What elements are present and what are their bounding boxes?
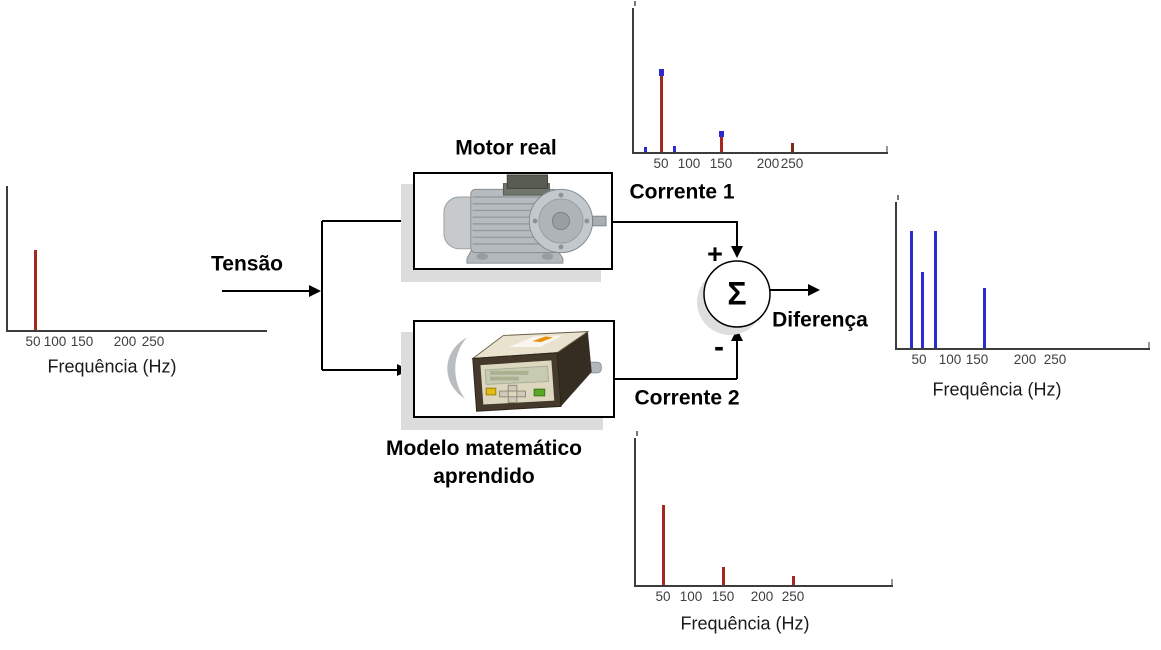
x-axis: [632, 152, 888, 154]
tick-label: 100: [679, 589, 703, 604]
sigma-symbol: Σ: [727, 275, 747, 312]
tick-label: 50: [653, 156, 669, 171]
tick-label: 100: [677, 156, 701, 171]
tick-label: 250: [141, 334, 165, 349]
tick-label: 250: [1043, 352, 1067, 367]
chart-caption: Frequência (Hz): [680, 613, 810, 634]
chart-bar: [34, 250, 37, 330]
tick-label: 200: [113, 334, 137, 349]
axis-end-tick: [1148, 342, 1150, 348]
chart-bar: [662, 505, 665, 585]
axis-end-tick: [891, 579, 893, 585]
tick-label: 100: [938, 352, 962, 367]
chart-bar: [792, 576, 795, 585]
tick-label: 150: [965, 352, 989, 367]
chart-bar: [660, 76, 663, 152]
corrente1-label: Corrente 1: [629, 180, 735, 204]
tick-label: 50: [655, 589, 671, 604]
motor-image: [443, 174, 607, 264]
chart-bar: [720, 137, 723, 152]
x-axis: [895, 348, 1150, 350]
chart-bar: [983, 288, 986, 348]
diferenca-label: Diferença: [772, 308, 868, 332]
chart-bar: [673, 146, 676, 152]
modelo-matematico-title: Modelo matemático aprendido: [386, 435, 582, 491]
chart-caption: Frequência (Hz): [932, 379, 1062, 400]
tick-label: 200: [756, 156, 780, 171]
modelo-matematico-box: [413, 320, 615, 418]
motor-real-box: [413, 172, 613, 270]
tick-label: 200: [1013, 352, 1037, 367]
y-axis: [634, 438, 636, 587]
tick-label: 250: [781, 589, 805, 604]
corrente2-label: Corrente 2: [634, 386, 740, 410]
tick-label: 50: [911, 352, 927, 367]
tick-label: 150: [711, 589, 735, 604]
axis-end-tick: [886, 146, 888, 152]
axis-top-tick: [634, 1, 636, 6]
plus-sign: +: [707, 239, 723, 270]
chart-bar: [921, 272, 924, 348]
chart-bar: [791, 143, 794, 152]
axis-top-tick: [897, 195, 899, 200]
tick-label: 50: [25, 334, 41, 349]
modelo-title-line1: Modelo matemático: [385, 437, 583, 460]
chart-bar: [934, 231, 937, 348]
motor-real-title: Motor real: [455, 136, 557, 160]
chart-bar-tip: [719, 131, 724, 137]
controller-image: [447, 331, 602, 412]
tick-label: 150: [70, 334, 94, 349]
x-axis: [634, 585, 893, 587]
tick-label: 100: [43, 334, 67, 349]
chart-bar: [722, 567, 725, 585]
chart-caption: Frequência (Hz): [47, 356, 177, 377]
y-axis: [632, 8, 634, 154]
tick-label: 200: [750, 589, 774, 604]
tensao-label: Tensão: [211, 252, 283, 276]
x-axis: [6, 330, 267, 332]
chart-bar: [644, 147, 647, 152]
tick-label: 250: [780, 156, 804, 171]
tick-label: 150: [709, 156, 733, 171]
axis-top-tick: [636, 431, 638, 436]
y-axis: [6, 186, 8, 332]
y-axis: [895, 202, 897, 350]
chart-bar-tip: [659, 69, 664, 76]
minus-sign: -: [714, 330, 724, 364]
modelo-title-line2: aprendido: [433, 465, 535, 488]
chart-bar: [910, 231, 913, 348]
